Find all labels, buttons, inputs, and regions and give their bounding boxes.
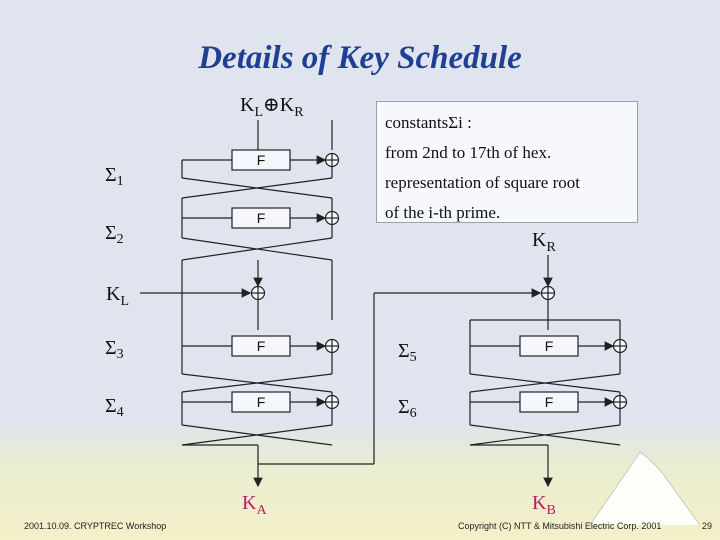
f-label: F <box>257 394 266 410</box>
f-box-round-2: F <box>231 207 291 229</box>
sigma-5-label: Σ5 <box>398 340 417 365</box>
f-label: F <box>545 394 554 410</box>
sigma-2-label: Σ2 <box>105 222 124 247</box>
kr-label: KR <box>532 229 556 255</box>
svg-text:KL⊕KR: KL⊕KR <box>240 94 304 120</box>
sigma-3-label: Σ3 <box>105 337 124 362</box>
xor-icon <box>540 285 556 301</box>
footer-left: 2001.10.09. CRYPTREC Workshop <box>24 521 167 531</box>
input-key-label: KL⊕KR <box>240 94 304 120</box>
kb-output-label: KB <box>532 492 556 518</box>
kr-main: K <box>280 94 295 116</box>
kl-main: K <box>240 94 255 116</box>
xor-icon <box>324 152 340 168</box>
f-label: F <box>257 338 266 354</box>
xor-icon <box>612 394 628 410</box>
f-box-round-3: F <box>231 335 291 357</box>
sigma-6-label: Σ6 <box>398 396 417 421</box>
f-label: F <box>257 210 266 226</box>
xor-icon <box>324 338 340 354</box>
kr-sub: R <box>294 105 304 120</box>
constants-note: constantsΣi : from 2nd to 17th of hex. r… <box>376 101 638 223</box>
f-box-round-6: F <box>519 391 579 413</box>
f-label: F <box>545 338 554 354</box>
page-number: 29 <box>702 521 713 531</box>
note-line-3: representation of square root <box>385 173 580 192</box>
kl-label: KL <box>106 283 129 309</box>
xor-icon <box>324 210 340 226</box>
kl-sub: L <box>254 105 263 120</box>
f-box-round-4: F <box>231 391 291 413</box>
page-title: Details of Key Schedule <box>198 40 522 76</box>
note-line-1: constantsΣi : <box>385 113 472 132</box>
xor-op: ⊕ <box>263 94 280 116</box>
sigma-1-label: Σ1 <box>105 164 124 189</box>
footer-copyright: Copyright (C) NTT & Mitsubishi Electric … <box>458 521 662 531</box>
note-line-2: from 2nd to 17th of hex. <box>385 143 552 162</box>
xor-icon <box>324 394 340 410</box>
f-box-round-5: F <box>519 335 579 357</box>
xor-icon <box>612 338 628 354</box>
ka-output-label: KA <box>242 492 267 518</box>
xor-icon <box>250 285 266 301</box>
f-box-round-1: F <box>231 149 291 171</box>
note-line-4: of the i-th prime. <box>385 203 501 222</box>
mountain-logo <box>589 451 701 526</box>
f-label: F <box>257 152 266 168</box>
sigma-4-label: Σ4 <box>105 395 124 420</box>
